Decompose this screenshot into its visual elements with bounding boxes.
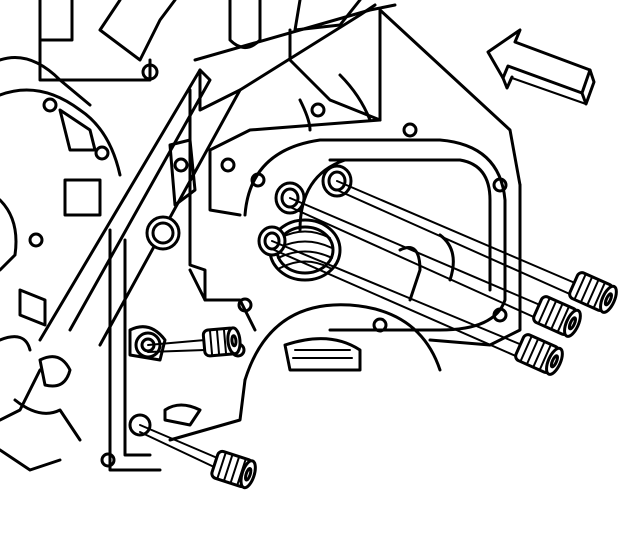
plug-upper-right-2 [532,295,582,338]
direction-arrow-icon [486,28,596,106]
plug-upper-right-1 [568,271,618,314]
side-flange [100,138,197,472]
plug-upper-right-3 [514,333,564,376]
lower-cavity [128,268,442,442]
guide-lines [139,180,576,467]
main-housing [188,8,522,358]
engine-block-left [0,0,362,472]
plug-bottom-left [210,449,257,490]
block-edges [0,3,397,422]
plug-middle-left [201,326,242,358]
